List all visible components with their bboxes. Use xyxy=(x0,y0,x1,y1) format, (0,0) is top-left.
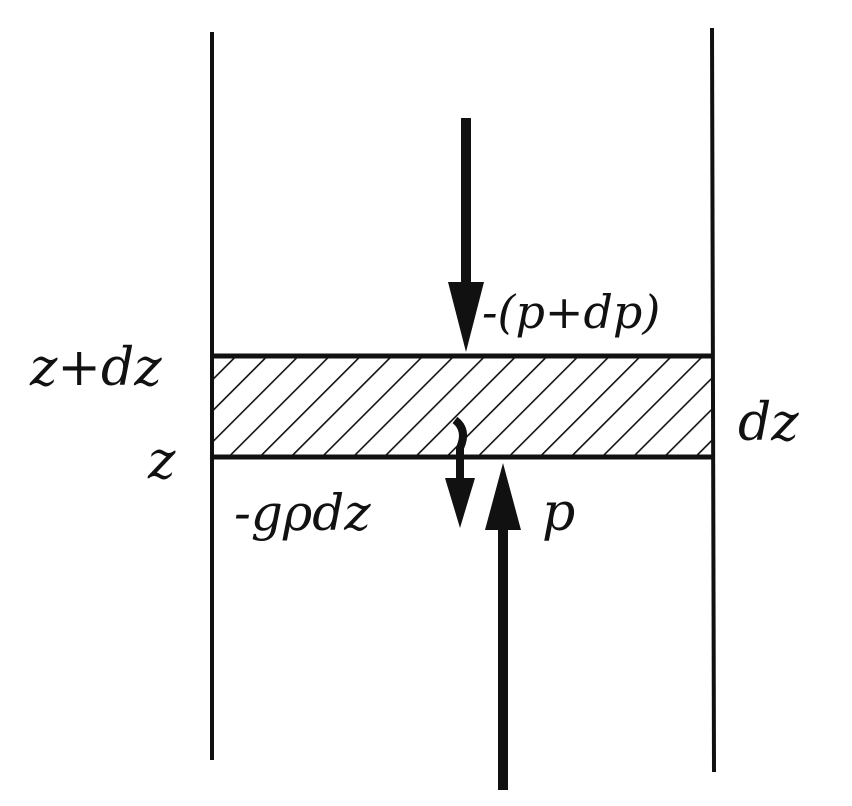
label-weight: -gρdz xyxy=(234,484,371,542)
right-wall xyxy=(710,27,716,773)
label-force-top: -(p+dp) xyxy=(482,285,660,339)
force-bottom-arrow xyxy=(485,463,521,790)
label-dz: dz xyxy=(738,393,799,453)
label-force-bottom: p xyxy=(542,483,575,543)
force-top-arrow xyxy=(448,118,484,352)
label-z: z xyxy=(147,431,176,491)
weight-arrow xyxy=(445,416,475,528)
label-z-plus-dz: z+dz xyxy=(29,338,162,398)
